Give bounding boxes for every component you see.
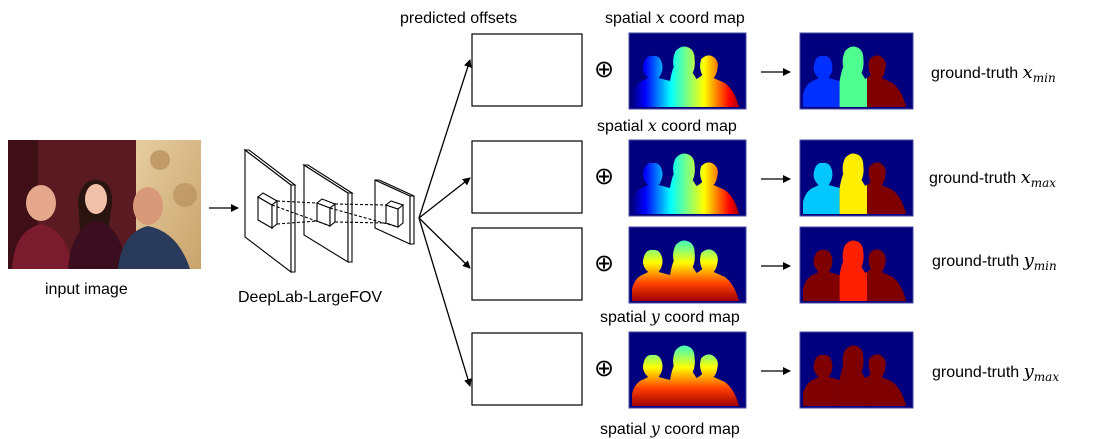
coord-map-label: spatial y coord map: [600, 307, 740, 326]
plus-symbol: ⊕: [594, 250, 614, 277]
coord-map-label: spatial y coord map: [600, 419, 740, 438]
row-2: ⊕ spatial x coord map ground-truth xmax: [471, 116, 1056, 217]
ground-truth-map: [799, 226, 914, 304]
plus-symbol: ⊕: [594, 163, 614, 190]
ground-truth-map: [799, 331, 914, 409]
offset-rows: ⊕ spatial x coord map ground-truth xmin ⊕ sp…: [471, 8, 1059, 438]
network-diagram: [243, 148, 415, 274]
row-4: ⊕ spatial y coord map ground-truth ymax: [471, 331, 1059, 438]
offset-box: [471, 33, 583, 107]
input-image-label: input image: [45, 281, 128, 298]
coord-map-y: [628, 226, 747, 304]
coord-map-y: [628, 331, 747, 409]
ground-truth-label: ground-truth ymin: [932, 250, 1057, 273]
plus-symbol: ⊕: [594, 56, 614, 83]
ground-truth-map: [799, 32, 914, 110]
offset-box: [471, 332, 583, 406]
branch-arrows: [418, 59, 472, 387]
input-image: [8, 140, 201, 269]
ground-truth-label: ground-truth xmax: [929, 167, 1056, 190]
plus-symbol: ⊕: [594, 355, 614, 382]
offset-box: [471, 227, 583, 301]
predicted-offsets-label: predicted offsets: [400, 10, 517, 27]
ground-truth-label: ground-truth ymax: [932, 361, 1059, 384]
coord-map-label: spatial x coord map: [605, 8, 745, 27]
coord-map-x: [628, 32, 747, 110]
ground-truth-label: ground-truth xmin: [931, 62, 1056, 85]
coord-map-label: spatial x coord map: [597, 116, 737, 135]
network-label: DeepLab-LargeFOV: [238, 289, 382, 306]
coord-map-x: [628, 139, 747, 217]
ground-truth-map: [799, 139, 914, 217]
offset-box: [471, 140, 583, 214]
row-3: ⊕ spatial y coord map ground-truth ymin: [471, 226, 1057, 326]
row-1: ⊕ spatial x coord map ground-truth xmin: [471, 8, 1056, 110]
